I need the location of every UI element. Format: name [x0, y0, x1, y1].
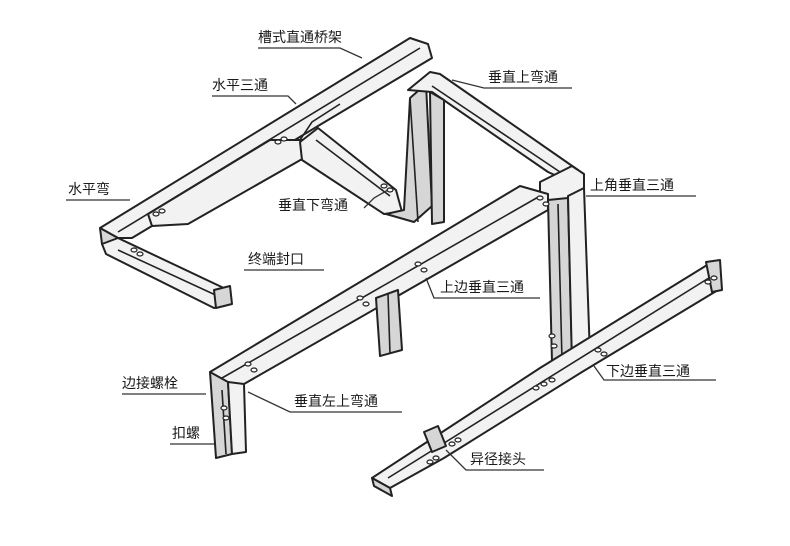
upper-tray-loop	[99, 37, 433, 309]
leader-lower-side-vertical-tee	[593, 365, 716, 381]
bolt-slot	[362, 301, 370, 307]
bolt-slot	[548, 333, 556, 339]
bolt-slot	[356, 295, 364, 301]
label-vertical-left-up-bend: 垂直左上弯通	[294, 393, 378, 410]
bolt-slot	[274, 139, 282, 145]
bolt-slot	[244, 361, 252, 367]
label-corner-vertical-tee: 上角垂直三通	[590, 177, 674, 194]
label-horizontal-tee: 水平三通	[212, 78, 268, 94]
bolt-slot	[594, 347, 602, 353]
bolt-slots	[130, 136, 718, 465]
bolt-slot	[280, 136, 288, 142]
lower-upper-tray	[209, 185, 549, 459]
bolt-slot	[548, 377, 556, 383]
end-cap-piece	[213, 285, 233, 309]
label-vertical-up-bend: 垂直上弯通	[488, 69, 558, 86]
bolt-slot	[448, 441, 456, 447]
bolt-slot	[158, 208, 166, 214]
leader-horizontal-tee	[212, 95, 297, 105]
label-edge-bolt: 边接螺栓	[122, 375, 178, 392]
label-vertical-down-bend: 垂直下弯通	[278, 197, 348, 214]
leader-reducer-joint	[445, 449, 544, 471]
bolt-slot	[542, 201, 550, 207]
labels: 槽式直通桥架 水平三通 垂直上弯通 水平弯 垂直下弯通 上角垂直三通 终端封口 …	[68, 29, 690, 468]
bolt-slot	[250, 367, 258, 373]
leader-trough-straight	[258, 47, 363, 59]
bolt-slot	[550, 343, 558, 349]
bolt-slot	[710, 275, 718, 281]
label-reducer-joint: 异径接头	[470, 451, 526, 468]
bolt-slot	[536, 195, 544, 201]
bolt-slot	[414, 261, 422, 267]
label-upper-side-vertical-tee: 上边垂直三通	[440, 279, 524, 296]
lower-front-tray	[371, 259, 723, 497]
leader-lines	[66, 47, 716, 471]
leader-upper-side-vertical-tee	[425, 277, 540, 299]
leader-vertical-left-up-bend	[247, 391, 402, 413]
bolt-slot	[222, 415, 230, 421]
bolt-slot	[426, 459, 434, 465]
bolt-slot	[136, 251, 144, 257]
corner-vertical-tee-post-right	[567, 187, 591, 365]
label-end-cap: 终端封口	[248, 252, 304, 268]
vertical-bend-group	[385, 71, 579, 225]
reducer-joint-tray	[423, 425, 447, 453]
leader-vertical-up-bend	[451, 79, 572, 89]
bolt-slot	[454, 437, 462, 443]
label-fastener-nut: 扣螺	[172, 426, 200, 442]
bolt-slot	[380, 183, 388, 189]
bolt-slot	[220, 405, 228, 411]
bolt-slot	[600, 351, 608, 357]
reducer-joint-front	[371, 477, 393, 497]
label-trough-straight: 槽式直通桥架	[258, 29, 342, 46]
bolt-slot	[704, 279, 712, 285]
bolt-slot	[420, 267, 428, 273]
leader-vertical-down-bend	[363, 189, 389, 209]
bolt-slot	[432, 455, 440, 461]
bolt-slot	[540, 381, 548, 387]
label-lower-side-vertical-tee: 下边垂直三通	[606, 363, 690, 380]
label-horizontal-elbow: 水平弯	[68, 181, 110, 198]
bolt-slot	[532, 385, 540, 391]
bolt-slot	[152, 211, 160, 217]
bolt-slot	[130, 247, 138, 253]
